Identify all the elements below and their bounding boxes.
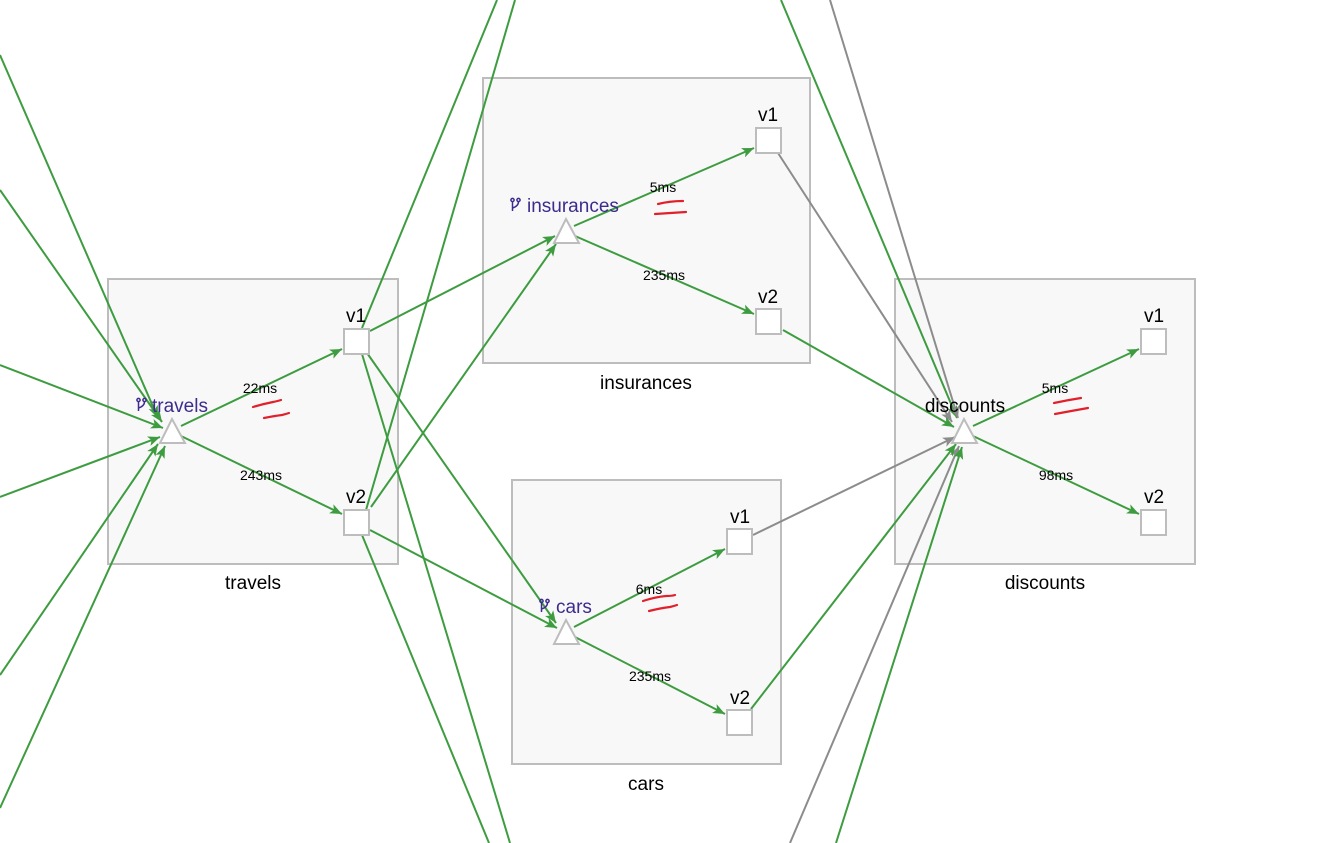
mtls-lock-icon — [653, 199, 688, 216]
service-node-cars[interactable]: cars — [539, 597, 592, 645]
external-edge[interactable] — [365, 0, 516, 511]
edge-travels-to-v2[interactable] — [180, 435, 343, 515]
edge-insurances-to-v1[interactable] — [573, 147, 755, 227]
edge-travels-v2-to-insurances[interactable] — [370, 243, 557, 508]
version-label: v2 — [1144, 487, 1164, 508]
edge-travels-to-v1[interactable] — [180, 348, 343, 427]
service-label: cars — [556, 597, 592, 618]
workload-node-discounts-v2[interactable]: v2 — [1140, 487, 1167, 536]
service-node-discounts[interactable]: discounts — [925, 396, 1005, 444]
inner-edges — [180, 147, 1140, 715]
edge-insurances-v1-to-discounts[interactable] — [777, 152, 953, 423]
external-edge[interactable] — [361, 534, 490, 843]
external-edge[interactable] — [0, 364, 164, 429]
app-box-label: insurances — [600, 373, 692, 394]
service-nodes: travels insurances cars discounts — [136, 196, 1005, 645]
version-label: v2 — [758, 287, 778, 308]
external-edge[interactable] — [361, 0, 498, 329]
edge-label: 22ms — [243, 380, 277, 396]
edge-discounts-to-v1[interactable] — [972, 348, 1140, 427]
edge-cars-to-v1[interactable] — [573, 548, 726, 628]
edge-labels: 22ms 243ms 5ms 235ms 6ms 235ms 5ms 98ms — [240, 179, 1073, 684]
version-label: v2 — [730, 688, 750, 709]
mtls-lock-icon — [251, 398, 291, 420]
edge-cars-v2-to-discounts[interactable] — [750, 443, 957, 710]
edge-label: 5ms — [1042, 380, 1068, 396]
edge-label: 6ms — [636, 581, 662, 597]
edge-label: 5ms — [650, 179, 676, 195]
edge-label: 243ms — [240, 467, 282, 483]
version-label: v1 — [758, 105, 778, 126]
service-node-travels[interactable]: travels — [136, 396, 208, 444]
app-box-label: travels — [225, 573, 281, 594]
edge-insurances-v2-to-discounts[interactable] — [782, 329, 955, 428]
cross-edges — [366, 152, 957, 710]
external-edge[interactable] — [0, 54, 159, 419]
version-label: v1 — [1144, 306, 1164, 327]
external-edges — [0, 0, 964, 843]
workload-node-cars-v1[interactable]: v1 — [726, 507, 753, 555]
workload-node-travels-v2[interactable]: v2 — [343, 487, 370, 536]
workload-node-insurances-v2[interactable]: v2 — [755, 287, 782, 335]
service-label: discounts — [925, 396, 1005, 417]
mtls-badges — [251, 199, 1090, 613]
external-edge[interactable] — [835, 446, 964, 843]
edge-discounts-to-v2[interactable] — [972, 435, 1140, 515]
version-label: v2 — [346, 487, 366, 508]
workload-node-discounts-v1[interactable]: v1 — [1140, 306, 1167, 355]
external-edge[interactable] — [361, 353, 511, 843]
edge-label: 98ms — [1039, 467, 1073, 483]
branch-icon — [510, 197, 521, 211]
edge-cars-to-v2[interactable] — [574, 636, 726, 715]
app-box-label: cars — [628, 774, 664, 795]
service-node-insurances[interactable]: insurances — [510, 196, 619, 244]
external-edge[interactable] — [0, 443, 159, 676]
edge-cars-v1-to-discounts[interactable] — [752, 436, 956, 536]
edge-label: 235ms — [643, 267, 685, 283]
external-edge[interactable] — [0, 445, 166, 809]
external-edge[interactable] — [789, 445, 960, 843]
branch-icon — [539, 598, 550, 612]
version-nodes: v1 v2 v1 v2 v1 v2 v1 v2 — [343, 105, 1167, 736]
workload-node-insurances-v1[interactable]: v1 — [755, 105, 782, 154]
service-label: insurances — [527, 196, 619, 217]
external-edge[interactable] — [0, 436, 161, 498]
mtls-lock-icon — [1052, 396, 1090, 416]
version-label: v1 — [346, 306, 366, 327]
edge-label: 235ms — [629, 668, 671, 684]
workload-node-travels-v1[interactable]: v1 — [343, 306, 370, 355]
workload-node-cars-v2[interactable]: v2 — [726, 688, 753, 736]
edge-insurances-to-v2[interactable] — [574, 235, 755, 315]
app-box-label: discounts — [1005, 573, 1085, 594]
service-label: travels — [152, 396, 208, 417]
edge-travels-v1-to-insurances[interactable] — [369, 235, 556, 332]
mtls-lock-icon — [641, 593, 679, 613]
edge-travels-v2-to-cars[interactable] — [369, 529, 558, 629]
version-label: v1 — [730, 507, 750, 528]
edge-travels-v1-to-cars[interactable] — [366, 352, 557, 624]
external-edge[interactable] — [829, 0, 960, 419]
branch-icon — [136, 397, 147, 411]
external-edge[interactable] — [780, 0, 958, 419]
external-edge[interactable] — [0, 189, 163, 423]
